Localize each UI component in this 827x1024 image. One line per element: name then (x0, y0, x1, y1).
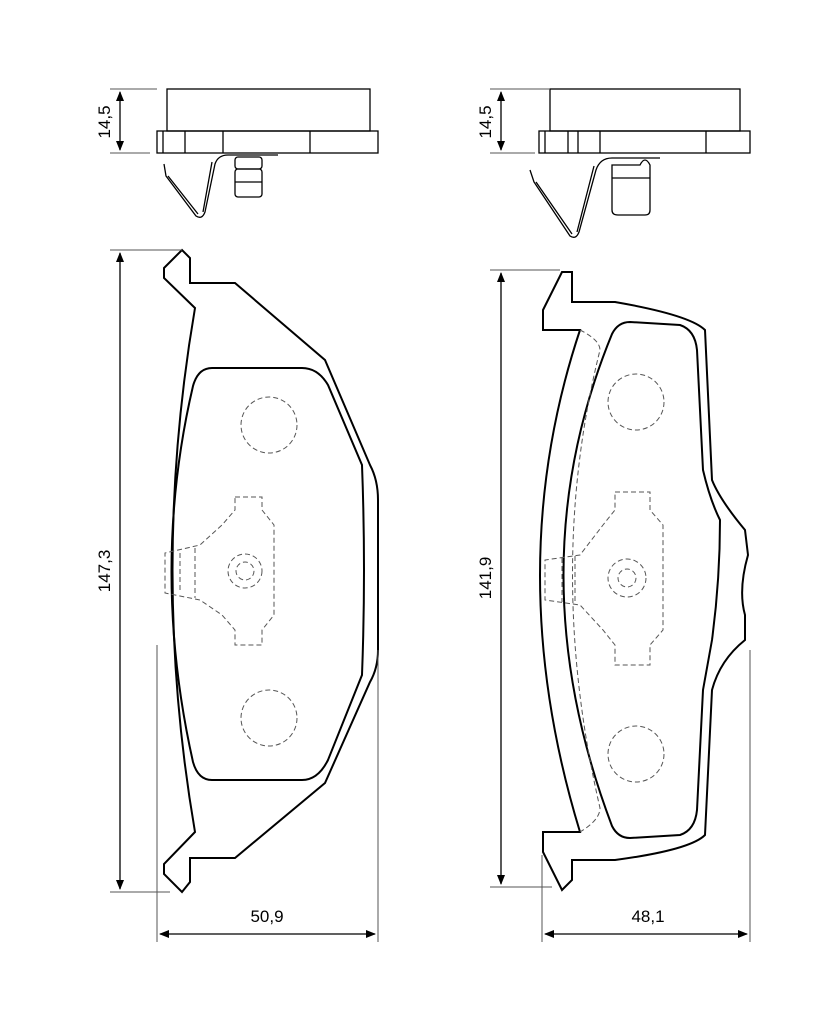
right-height-label: 141,9 (476, 557, 495, 600)
right-pad-front-view: 141,9 48,1 (476, 269, 751, 942)
left-width-label: 50,9 (250, 907, 283, 926)
left-pad-front-view: 147,3 50,9 (95, 248, 379, 942)
right-width-label: 48,1 (631, 907, 664, 926)
right-pad-side-view: 14,5 (476, 88, 751, 238)
right-thickness-label: 14,5 (476, 105, 495, 138)
left-thickness-label: 14,5 (95, 105, 114, 138)
left-pad-side-view: 14,5 (95, 88, 379, 218)
left-height-label: 147,3 (95, 550, 114, 593)
